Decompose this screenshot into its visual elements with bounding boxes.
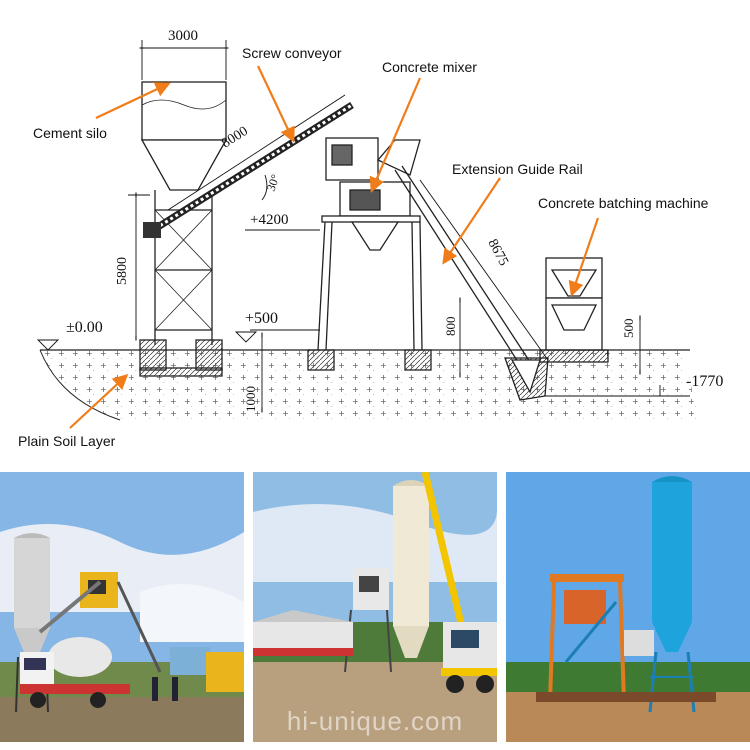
dim-conveyor-angle: 30° [264,172,283,193]
dim-foundation-depth: 1000 [243,386,258,412]
dim-ground-level: ±0.00 [66,319,103,336]
concrete-mixer-drawing [307,137,432,371]
photo-plant-with-crane [253,472,497,742]
label-concrete-mixer: Concrete mixer [382,59,477,75]
guide-rail-drawing [394,165,549,401]
dim-silo-leg-height: 5800 [115,257,130,285]
batching-plant-diagram: + · [18,28,723,449]
dim-rail-length: 8675 [484,237,510,269]
dim-pit-depth: -1770 [686,373,723,390]
dim-batcher-foundation: 500 [621,319,636,339]
dim-mixer-height: +4200 [250,212,288,228]
label-concrete-batching-machine: Concrete batching machine [538,195,709,211]
label-arrows [69,65,600,429]
dimension-lines [36,40,690,413]
label-plain-soil-layer: Plain Soil Layer [18,433,116,449]
dim-mixer-foundation: 800 [443,317,458,337]
label-cement-silo: Cement silo [33,125,107,141]
label-extension-guide-rail: Extension Guide Rail [452,161,583,177]
photo-plant-blue-silo [506,472,750,742]
watermark: hi-unique.com [286,706,464,736]
batching-machine-drawing [539,257,609,363]
dim-foundation-top: +500 [245,310,278,327]
screw-conveyor-drawing [143,102,354,238]
dim-silo-width: 3000 [168,28,198,44]
label-screw-conveyor: Screw conveyor [242,45,342,61]
photo-plant-with-mixer-truck [0,472,244,742]
